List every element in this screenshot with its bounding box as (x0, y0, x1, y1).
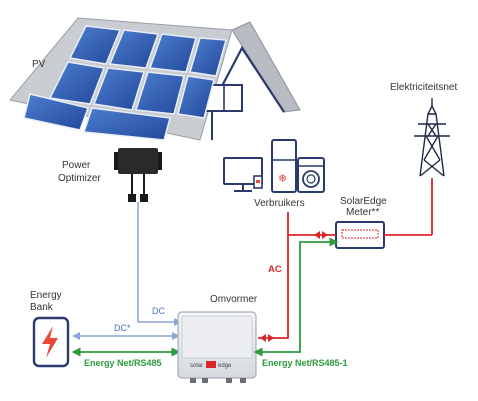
energy-bank-battery (32, 316, 70, 368)
svg-text:solar: solar (190, 363, 203, 369)
consumer-appliances: ❄ (223, 139, 325, 193)
elektriciteitsnet-label: Elektriciteitsnet (390, 82, 457, 93)
power-optimizer-label-line1: Power (62, 160, 91, 171)
ac-label: AC (268, 264, 282, 275)
solaredge-logo: solar edge (190, 361, 232, 369)
dc-star-label: DC* (114, 323, 131, 333)
energy-net-line-right (253, 237, 339, 357)
power-tower-icon (414, 98, 450, 177)
dc-line-pv-to-inverter (137, 202, 182, 326)
energy-bank-label-line2: Bank (30, 302, 54, 313)
dc-label: DC (152, 306, 165, 316)
omvormer-label: Omvormer (210, 294, 258, 305)
meter-label-line2: Meter** (346, 207, 379, 218)
fridge-icon: ❄ (271, 139, 297, 193)
lightning-icon (42, 326, 58, 358)
ac-arrow-meter (314, 231, 328, 239)
svg-text:❄: ❄ (278, 172, 287, 185)
house (9, 17, 301, 141)
meter-label-line1: SolarEdge (340, 196, 387, 207)
energy-net-left-label: Energy Net/RS485 (84, 358, 162, 368)
energy-bank-label-line1: Energy (30, 290, 62, 301)
inverter-omvormer: solar edge (177, 311, 257, 383)
washing-machine-icon (297, 157, 325, 193)
monitor-icon (223, 157, 263, 192)
pv-label: PV (32, 59, 46, 70)
svg-text:edge: edge (218, 363, 232, 369)
power-optimizer-label-line2: Optimizer (58, 173, 101, 184)
energy-net-right-label: Energy Net/RS485-1 (262, 358, 348, 368)
solaredge-meter (335, 221, 385, 249)
power-optimizer-device (114, 148, 162, 202)
verbruikers-label: Verbruikers (254, 198, 305, 209)
ac-line-to-inverter (258, 235, 289, 339)
pv-panels (23, 25, 227, 141)
